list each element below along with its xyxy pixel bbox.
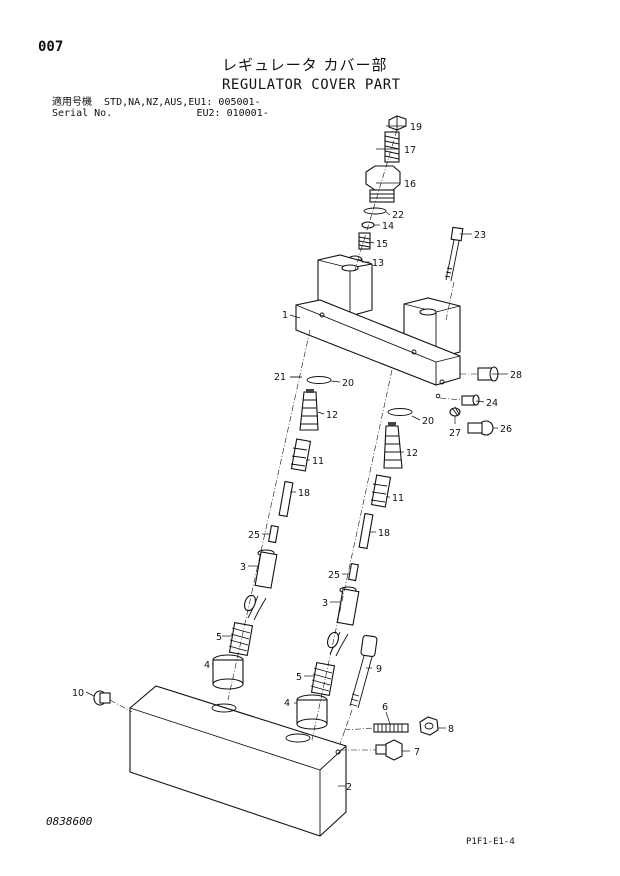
callout-7: 7 bbox=[414, 747, 420, 758]
part-26-plug bbox=[467, 420, 494, 436]
callout-20a: 20 bbox=[342, 378, 354, 389]
callout-22: 22 bbox=[392, 210, 404, 221]
callout-27: 27 bbox=[449, 428, 461, 439]
part-25-pin-left bbox=[268, 524, 279, 544]
callout-4b: 4 bbox=[284, 698, 290, 709]
part-28-plug bbox=[477, 366, 499, 382]
callout-10: 10 bbox=[72, 688, 84, 699]
part-9-bolt bbox=[349, 634, 378, 709]
leader-lines bbox=[85, 125, 508, 787]
callout-5a: 5 bbox=[216, 632, 222, 643]
part-22-oring bbox=[363, 207, 387, 215]
part-3-piston-left bbox=[244, 549, 278, 621]
part-12-sleeve-right bbox=[383, 422, 403, 469]
callout-23: 23 bbox=[474, 230, 486, 241]
callout-25b: 25 bbox=[328, 570, 340, 581]
part-19-nut bbox=[388, 115, 407, 131]
callout-labels: 19 17 16 22 14 15 13 23 1 21 20 28 24 12… bbox=[72, 122, 522, 793]
part-1-cover-body bbox=[295, 254, 461, 399]
part-8-nut bbox=[419, 716, 439, 736]
sheet-reference: P1F1-E1-4 bbox=[466, 837, 515, 847]
callout-25a: 25 bbox=[248, 530, 260, 541]
part-16-plug bbox=[365, 165, 401, 203]
callout-17: 17 bbox=[404, 145, 416, 156]
part-5-spring-right bbox=[310, 662, 336, 696]
part-4-cap-right bbox=[296, 694, 328, 730]
part-12-sleeve-left bbox=[299, 389, 319, 431]
part-11-spool-left bbox=[290, 438, 312, 472]
callout-3a: 3 bbox=[240, 562, 246, 573]
part-4-cap-left bbox=[212, 654, 244, 690]
page-number: 007 bbox=[38, 39, 64, 55]
callout-19: 19 bbox=[410, 122, 422, 133]
part-18-rod-right bbox=[358, 512, 374, 550]
callout-20b: 20 bbox=[422, 416, 434, 427]
callout-11a: 11 bbox=[312, 456, 324, 467]
callout-6: 6 bbox=[382, 702, 388, 713]
callout-9: 9 bbox=[376, 664, 382, 675]
callout-28: 28 bbox=[510, 370, 522, 381]
callout-8: 8 bbox=[448, 724, 454, 735]
part-6-set-screw bbox=[373, 723, 409, 733]
callout-15: 15 bbox=[376, 239, 388, 250]
part-24-plug bbox=[461, 394, 480, 406]
callout-4a: 4 bbox=[204, 660, 210, 671]
part-5-spring-left bbox=[228, 622, 254, 656]
callout-11b: 11 bbox=[392, 493, 404, 504]
serial-line-1: 適用号機 STD,NA,NZ,AUS,EU1: 005001- bbox=[52, 97, 261, 108]
drawing-number: 0838600 bbox=[46, 815, 93, 828]
part-23-bolt bbox=[444, 226, 464, 282]
callout-5b: 5 bbox=[296, 672, 302, 683]
part-27-oring bbox=[449, 406, 461, 417]
callout-12a: 12 bbox=[326, 410, 338, 421]
serial-line-2: Serial No. EU2: 010001- bbox=[52, 108, 269, 119]
serial-applicability: 適用号機 STD,NA,NZ,AUS,EU1: 005001- Serial N… bbox=[52, 97, 269, 119]
part-7-plug bbox=[375, 739, 403, 761]
callout-16: 16 bbox=[404, 179, 416, 190]
callout-13: 13 bbox=[372, 258, 384, 269]
callout-3b: 3 bbox=[322, 598, 328, 609]
part-11-spool-right bbox=[370, 474, 392, 508]
part-15-spring bbox=[358, 232, 371, 250]
part-17-spring bbox=[384, 131, 400, 163]
part-20-oring-right bbox=[387, 408, 413, 416]
callout-14: 14 bbox=[382, 221, 394, 232]
part-25-pin-right bbox=[348, 562, 359, 582]
callout-1: 1 bbox=[282, 310, 288, 321]
callout-24: 24 bbox=[486, 398, 498, 409]
callout-18a: 18 bbox=[298, 488, 310, 499]
part-20-oring-left bbox=[306, 376, 332, 384]
callout-21: 21 bbox=[274, 372, 286, 383]
part-10-plug bbox=[93, 690, 111, 706]
callout-12b: 12 bbox=[406, 448, 418, 459]
part-18-rod-left bbox=[278, 480, 294, 518]
callout-2: 2 bbox=[346, 782, 352, 793]
assembly-center-lines bbox=[109, 129, 478, 751]
callout-26: 26 bbox=[500, 424, 512, 435]
title-japanese: レギュレータ カバー部 bbox=[222, 56, 388, 74]
title-english: REGULATOR COVER PART bbox=[222, 77, 401, 93]
callout-18b: 18 bbox=[378, 528, 390, 539]
part-3-piston-right bbox=[327, 586, 360, 657]
